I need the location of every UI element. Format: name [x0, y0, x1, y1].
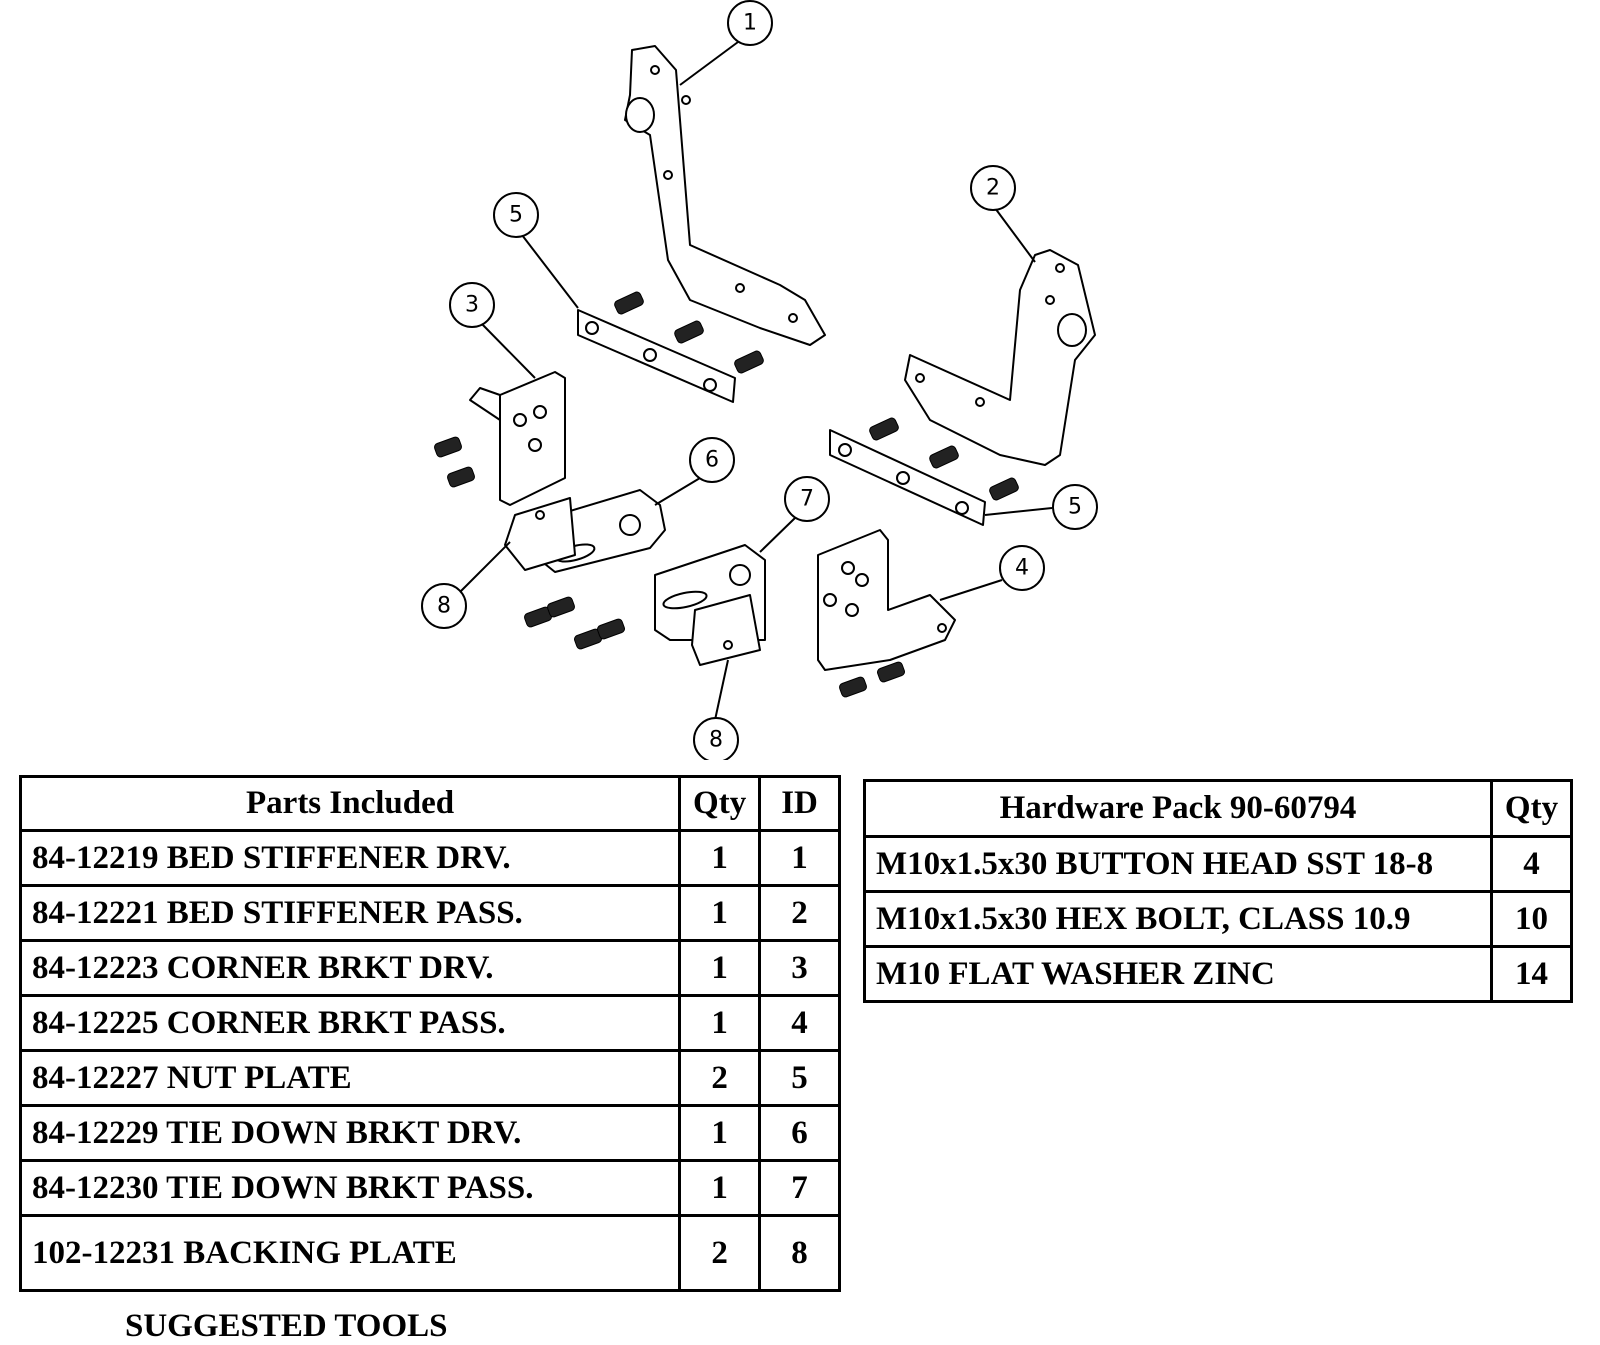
part-id: 3	[758, 939, 841, 997]
table-header-row: Parts Included Qty ID	[18, 775, 841, 832]
part-desc: 84-12229 TIE DOWN BRKT DRV.	[18, 1104, 682, 1162]
table-row: 84-12225 CORNER BRKT PASS. 1 4	[18, 994, 841, 1052]
part-nut-plate-right	[829, 417, 1019, 526]
balloon-5-right: 5	[1052, 484, 1098, 530]
svg-text:5: 5	[509, 203, 523, 228]
balloon-1: 1	[727, 0, 773, 46]
part-bed-stiffener-drv	[624, 45, 826, 346]
table-header-row: Hardware Pack 90-60794 Qty	[862, 779, 1573, 838]
part-qty: 1	[678, 1159, 762, 1217]
svg-text:6: 6	[705, 448, 719, 473]
part-backing-plate-right	[691, 594, 761, 666]
part-desc: 84-12225 CORNER BRKT PASS.	[18, 994, 682, 1052]
hardware-desc: M10x1.5x30 HEX BOLT, CLASS 10.9	[862, 890, 1494, 948]
suggested-tools-heading: SUGGESTED TOOLS	[125, 1308, 448, 1344]
part-corner-brkt-drv	[434, 371, 566, 506]
table-row: 84-12219 BED STIFFENER DRV. 1 1	[18, 829, 841, 887]
part-id: 6	[758, 1104, 841, 1162]
part-desc: 102-12231 BACKING PLATE	[18, 1214, 682, 1292]
table-row: 102-12231 BACKING PLATE 2 8	[18, 1214, 841, 1292]
part-desc: 84-12223 CORNER BRKT DRV.	[18, 939, 682, 997]
balloon-2: 2	[970, 165, 1016, 211]
header-hardware-pack: Hardware Pack 90-60794	[862, 779, 1494, 838]
part-corner-brkt-pass	[817, 529, 956, 698]
svg-text:8: 8	[437, 594, 451, 619]
hardware-qty: 14	[1490, 945, 1573, 1003]
hardware-desc: M10 FLAT WASHER ZINC	[862, 945, 1494, 1003]
balloon-8-left: 8	[421, 583, 467, 629]
hardware-qty: 4	[1490, 835, 1573, 893]
part-desc: 84-12230 TIE DOWN BRKT PASS.	[18, 1159, 682, 1217]
balloon-4: 4	[999, 545, 1045, 591]
part-id: 5	[758, 1049, 841, 1107]
table-row: 84-12223 CORNER BRKT DRV. 1 3	[18, 939, 841, 997]
balloon-7: 7	[784, 476, 830, 522]
exploded-parts-diagram: 1 2 3 4 5 5 6 7 8 8	[421, 0, 1098, 760]
part-qty: 1	[678, 884, 762, 942]
svg-text:8: 8	[709, 728, 723, 753]
part-qty: 1	[678, 829, 762, 887]
balloon-3: 3	[449, 282, 495, 328]
hardware-qty: 10	[1490, 890, 1573, 948]
part-desc: 84-12227 NUT PLATE	[18, 1049, 682, 1107]
part-id: 8	[758, 1214, 841, 1292]
part-id: 4	[758, 994, 841, 1052]
part-id: 2	[758, 884, 841, 942]
part-backing-plate-left	[504, 497, 625, 650]
hardware-pack-table: Hardware Pack 90-60794 Qty M10x1.5x30 BU…	[862, 779, 1573, 1003]
table-row: 84-12229 TIE DOWN BRKT DRV. 1 6	[18, 1104, 841, 1162]
part-id: 1	[758, 829, 841, 887]
table-row: 84-12227 NUT PLATE 2 5	[18, 1049, 841, 1107]
parts-included-table: Parts Included Qty ID 84-12219 BED STIFF…	[18, 775, 841, 1292]
header-id: ID	[758, 775, 841, 832]
table-row: M10 FLAT WASHER ZINC 14	[862, 945, 1573, 1003]
balloon-5-left: 5	[493, 192, 539, 238]
part-qty: 2	[678, 1214, 762, 1292]
header-parts-included: Parts Included	[18, 775, 682, 832]
part-qty: 1	[678, 994, 762, 1052]
part-desc: 84-12219 BED STIFFENER DRV.	[18, 829, 682, 887]
part-id: 7	[758, 1159, 841, 1217]
part-qty: 2	[678, 1049, 762, 1107]
svg-text:7: 7	[800, 487, 814, 512]
table-row: 84-12221 BED STIFFENER PASS. 1 2	[18, 884, 841, 942]
part-desc: 84-12221 BED STIFFENER PASS.	[18, 884, 682, 942]
svg-text:1: 1	[743, 11, 757, 36]
part-nut-plate-left	[577, 291, 764, 403]
svg-text:3: 3	[465, 293, 479, 318]
table-row: M10x1.5x30 BUTTON HEAD SST 18-8 4	[862, 835, 1573, 893]
table-row: 84-12230 TIE DOWN BRKT PASS. 1 7	[18, 1159, 841, 1217]
header-qty: Qty	[678, 775, 762, 832]
part-qty: 1	[678, 1104, 762, 1162]
svg-text:2: 2	[986, 176, 1000, 201]
svg-text:4: 4	[1015, 556, 1029, 581]
balloon-6: 6	[689, 437, 735, 483]
hardware-desc: M10x1.5x30 BUTTON HEAD SST 18-8	[862, 835, 1494, 893]
part-bed-stiffener-pass	[904, 249, 1096, 466]
svg-text:5: 5	[1068, 495, 1082, 520]
balloon-8-right: 8	[693, 717, 739, 760]
part-qty: 1	[678, 939, 762, 997]
header-qty: Qty	[1490, 779, 1573, 838]
table-row: M10x1.5x30 HEX BOLT, CLASS 10.9 10	[862, 890, 1573, 948]
